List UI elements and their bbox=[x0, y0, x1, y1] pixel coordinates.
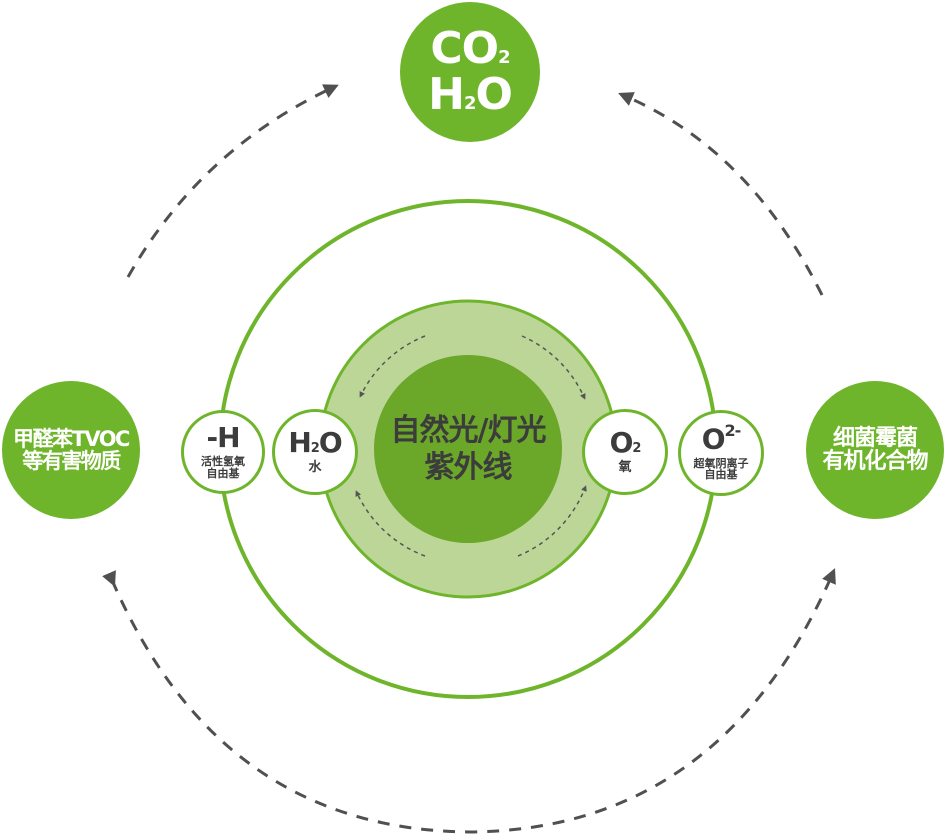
oxygen-node: O2 氧 bbox=[582, 409, 668, 495]
inner-arrow-bottom-left bbox=[355, 490, 426, 557]
center-line2: 紫外线 bbox=[424, 450, 513, 485]
h-radical-caption: 活性氢氧 自由基 bbox=[201, 455, 245, 480]
center-light-core: 自然光/灯光 紫外线 bbox=[374, 355, 562, 543]
superoxide-formula: O2- bbox=[701, 421, 742, 456]
superoxide-caption: 超氧阴离子 自由基 bbox=[693, 456, 749, 482]
oxygen-caption: 氧 bbox=[618, 460, 632, 476]
inner-arrow-top-right bbox=[521, 335, 586, 400]
h-radical-formula: -H bbox=[206, 421, 240, 455]
left-node-line1: 甲醛苯TVOC bbox=[13, 426, 130, 451]
h2o-label: H2O bbox=[428, 69, 513, 120]
right-node-line1: 细菌霉菌 bbox=[832, 425, 918, 451]
outer-arrow-bottom bbox=[102, 568, 836, 834]
co2-label: CO2 bbox=[430, 22, 510, 74]
superoxide-node: O2- 超氧阴离子 自由基 bbox=[678, 410, 764, 496]
water-node: H2O 水 bbox=[272, 409, 358, 495]
pollutant-node-left: 甲醛苯TVOC 等有害物质 bbox=[2, 381, 140, 519]
outer-arrow-top-right bbox=[618, 92, 824, 296]
center-line1: 自然光/灯光 bbox=[390, 412, 547, 448]
water-caption: 水 bbox=[308, 460, 322, 476]
oxygen-formula: O2 bbox=[609, 426, 642, 460]
inner-arrow-bottom-right bbox=[517, 485, 587, 557]
right-node-line2: 有机化合物 bbox=[822, 449, 928, 474]
inner-arrow-top-left bbox=[359, 335, 426, 398]
left-node-line2: 等有害物质 bbox=[22, 449, 121, 473]
hydroxyl-radical-node: -H 活性氢氧 自由基 bbox=[181, 410, 265, 494]
water-formula: H2O bbox=[288, 426, 342, 460]
product-node-co2-h2o: CO2 H2O bbox=[400, 2, 540, 142]
outer-arrow-top-left bbox=[126, 84, 339, 278]
pollutant-node-right: 细菌霉菌 有机化合物 bbox=[806, 381, 944, 519]
